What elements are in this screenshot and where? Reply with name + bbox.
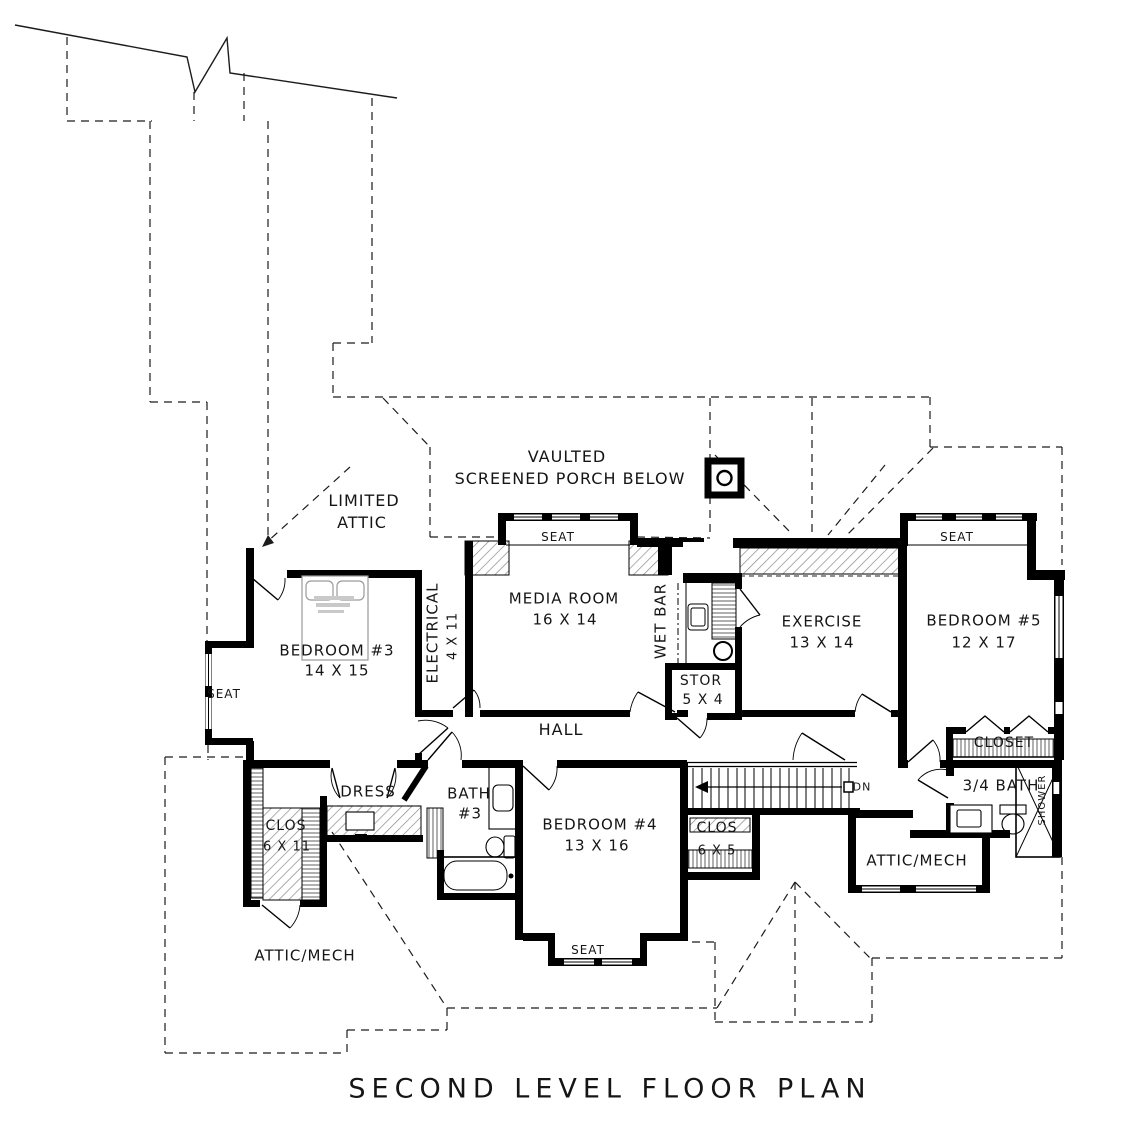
label-wet-bar: WET BAR [651, 582, 670, 660]
label-limited-attic-2: ATTIC [337, 513, 387, 532]
label-seat-bedroom5: SEAT [940, 530, 974, 544]
label-bedroom4-dims: 13 X 16 [564, 836, 630, 855]
label-porch-1: VAULTED [527, 447, 607, 466]
stairs [687, 761, 857, 808]
label-bedroom3-dims: 14 X 15 [304, 661, 370, 680]
wet-bar-counter [677, 583, 733, 663]
ridge-line [14, 24, 398, 99]
porch-column [704, 457, 745, 499]
bathtub [438, 856, 520, 896]
bed [301, 575, 369, 661]
bath34-vanity [949, 804, 993, 834]
label-electrical-dims: 4 X 11 [445, 612, 461, 660]
label-attic-mech-right: ATTIC/MECH [866, 851, 968, 870]
label-seat-bedroom3: SEAT [207, 687, 241, 701]
label-dn: DN [852, 780, 872, 794]
label-bedroom5-dims: 12 X 17 [951, 633, 1017, 652]
label-bedroom3: BEDROOM #3 [279, 641, 395, 660]
label-bath34: 3/4 BATH [962, 776, 1040, 795]
label-clos-6x5-dims: 6 X 5 [697, 843, 737, 859]
label-electrical: ELECTRICAL [423, 582, 442, 684]
bath34-toilet [999, 804, 1027, 835]
roof-outline [66, 37, 1063, 1054]
label-seat-media: SEAT [541, 530, 575, 544]
bath3-toilet [485, 835, 516, 859]
label-bath3-1: BATH [447, 784, 491, 803]
label-stor: STOR [679, 673, 723, 689]
label-porch-2: SCREENED PORCH BELOW [454, 469, 686, 488]
label-dress: DRESS [340, 782, 396, 801]
label-stor-dims: 5 X 4 [682, 692, 724, 708]
label-clos-6x11: CLOS [265, 818, 307, 834]
shower-stall [1015, 762, 1061, 858]
bath3-vanity [488, 762, 518, 830]
windows [205, 514, 1063, 965]
label-media-room-dims: 16 X 14 [532, 610, 598, 629]
label-exercise-dims: 13 X 14 [789, 633, 855, 652]
fixtures [301, 457, 1061, 896]
page-title: SECOND LEVEL FLOOR PLAN [348, 1073, 872, 1105]
attic-arrowhead [262, 535, 274, 547]
label-hall: HALL [538, 720, 584, 739]
label-closet: CLOSET [973, 735, 1035, 751]
label-bedroom4: BEDROOM #4 [542, 815, 658, 834]
label-exercise: EXERCISE [781, 612, 863, 631]
label-bedroom5: BEDROOM #5 [926, 611, 1042, 630]
stair-newel-post [843, 781, 854, 793]
label-media-room: MEDIA ROOM [508, 589, 620, 608]
dress-vanity [345, 811, 375, 839]
label-limited-attic-1: LIMITED [328, 491, 400, 510]
round-fixture [713, 641, 733, 661]
label-attic-mech-left: ATTIC/MECH [254, 946, 356, 965]
label-clos-6x5: CLOS [696, 820, 738, 836]
doors [251, 577, 1049, 929]
label-bath3-2: #3 [457, 804, 483, 823]
label-shower: SHOWER [1037, 774, 1048, 826]
label-seat-bedroom4: SEAT [571, 943, 605, 957]
label-clos-6x11-dims: 6 X 11 [263, 839, 311, 855]
